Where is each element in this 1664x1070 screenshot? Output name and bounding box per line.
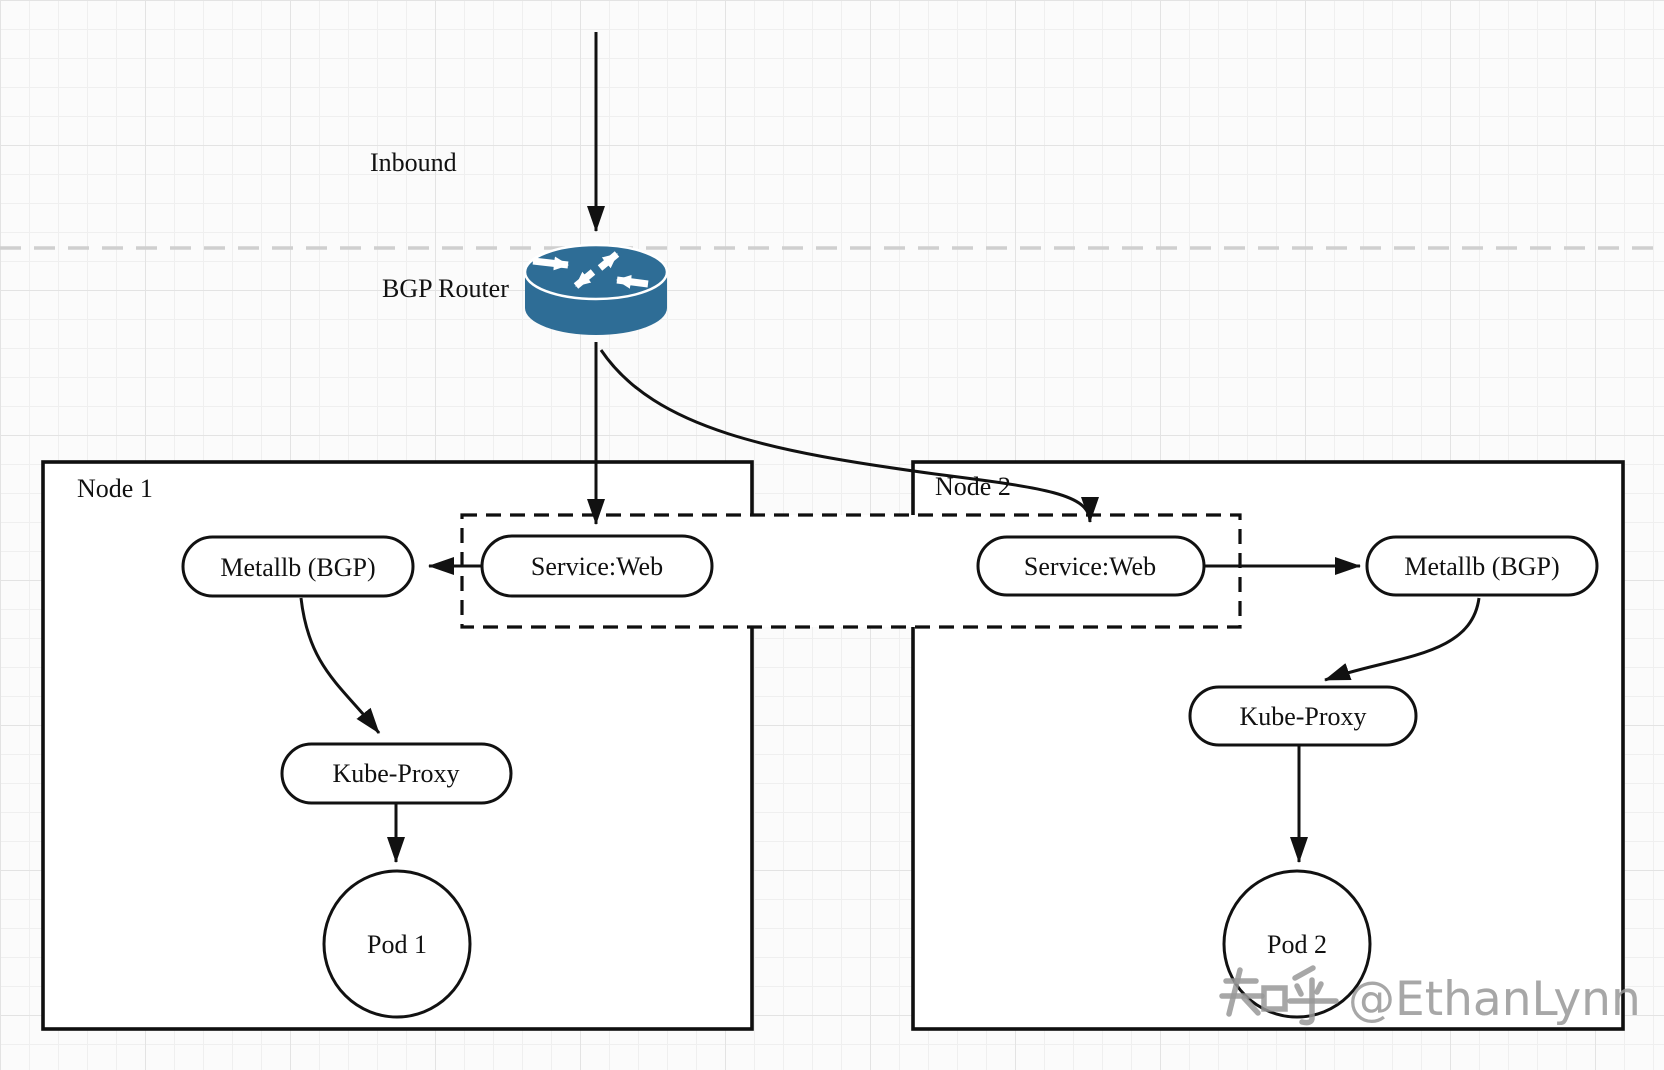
watermark-latin-text: @EthanLynn	[1348, 972, 1641, 1027]
node-2-title: Node 2	[935, 472, 1011, 501]
edge-metallb-to-kubeproxy-right	[1324, 597, 1481, 682]
inbound-label: Inbound	[370, 148, 457, 177]
pod-1-circle	[322, 869, 472, 1019]
bgp-router-icon	[523, 243, 669, 335]
service-web-left-oval	[480, 534, 714, 598]
service-web-left-label: Service:Web	[531, 552, 663, 581]
router-arrow-down-left	[573, 269, 596, 289]
node-1-title: Node 1	[77, 474, 153, 503]
pod-2-label: Pod 2	[1267, 930, 1327, 959]
cjk-stroke	[1314, 981, 1324, 995]
cjk-stroke	[1261, 985, 1288, 1012]
router-arrow-right	[532, 256, 569, 271]
cjk-stroke	[1226, 967, 1243, 1017]
service-web-right-oval	[976, 535, 1206, 597]
service-web-right-label: Service:Web	[1024, 552, 1156, 581]
watermark: @EthanLynn	[1219, 965, 1641, 1027]
kube-proxy-left-oval	[280, 742, 513, 805]
watermark-cjk-zhihu-glyphs	[1219, 965, 1339, 1026]
router-arrows	[532, 251, 649, 289]
router-arrow-up-right	[597, 251, 620, 271]
metallb-right-label: Metallb (BGP)	[1404, 552, 1559, 581]
metallb-left-label: Metallb (BGP)	[220, 553, 375, 582]
router-top-face	[523, 243, 669, 301]
metallb-left-oval	[181, 535, 415, 598]
router-arrow-left	[616, 274, 649, 289]
bgp-router-label: BGP Router	[382, 274, 509, 303]
edges	[299, 32, 1481, 863]
kube-proxy-right-oval	[1188, 685, 1418, 747]
metallb-right-oval	[1365, 535, 1599, 597]
edge-router-to-service-right	[599, 349, 1099, 523]
pod-1-label: Pod 1	[367, 930, 427, 959]
cjk-stroke	[1241, 995, 1261, 1016]
pod-2-circle	[1222, 869, 1372, 1019]
kube-proxy-right-label: Kube-Proxy	[1239, 702, 1366, 731]
kube-proxy-left-label: Kube-Proxy	[332, 759, 459, 788]
cjk-stroke	[1292, 965, 1316, 981]
shapes	[181, 534, 1599, 1019]
cjk-stroke	[1294, 983, 1304, 997]
edge-metallb-to-kubeproxy-left	[299, 597, 381, 734]
cjk-stroke	[1299, 977, 1315, 1026]
